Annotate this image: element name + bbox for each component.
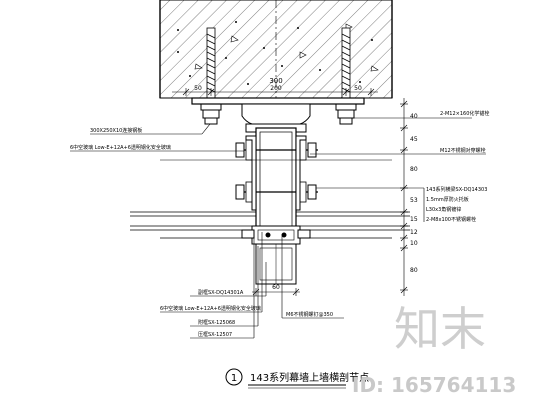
- title-number: 1: [231, 373, 237, 384]
- top-dim-right: 50: [354, 85, 362, 92]
- left-leaders: [70, 123, 244, 152]
- lower-frame: [255, 243, 297, 285]
- right-dim-6: 10: [410, 240, 418, 247]
- right-dim-0: 40: [410, 113, 418, 120]
- right-leaders: [310, 117, 486, 222]
- label-anchor-bolt: 2-M12×160化学锚栓: [440, 110, 489, 117]
- top-dim-left: 50: [194, 85, 202, 92]
- angle-clips: [245, 135, 307, 211]
- label-sub-frame: 副框SX-DQ14301A: [198, 289, 244, 296]
- right-dim-4: 15: [410, 216, 418, 223]
- drawing-title: 1 143系列幕墙上墙横剖节点: [225, 368, 369, 389]
- through-bolt-lower: [235, 181, 318, 203]
- label-through-bolt: M12不锈钢对穿螺栓: [440, 147, 486, 154]
- label-attached-frame: 附框SX-125068: [198, 319, 235, 326]
- title-number-circle: [225, 368, 243, 386]
- right-dim-5: 12: [410, 229, 418, 236]
- title-text: 143系列幕墙上墙横剖节点: [250, 371, 369, 384]
- label-glass-upper: 6中空玻璃 Low-E+12A+6透明钢化安全玻璃: [70, 144, 171, 151]
- label-m8-bolts: 2-M8x100不锈钢螺栓: [426, 216, 476, 223]
- watermark-brand: 知末: [394, 302, 486, 356]
- label-glass-lower: 6中空玻璃 Low-E+12A+6透明钢化安全玻璃: [160, 305, 261, 312]
- glass-panels: [130, 159, 410, 239]
- lower-leaders: [160, 232, 344, 339]
- right-dim-7: 80: [410, 267, 418, 274]
- right-dim-2: 80: [410, 166, 418, 173]
- transom-profile: [241, 225, 311, 245]
- right-dimension-chain: [400, 98, 408, 296]
- watermark-id: ID: 165764113: [352, 373, 516, 397]
- top-dim-overall: 300: [269, 77, 282, 85]
- label-fire-plate: 1.5mm厚防火托板: [426, 196, 469, 203]
- label-pressure-frame: 压框SX-12507: [198, 331, 232, 338]
- top-dimension: [172, 88, 378, 96]
- bottom-dim-label: 60: [272, 284, 280, 291]
- label-connecting-plate: 300X250X10连接钢板: [90, 127, 142, 134]
- right-dim-3: 53: [410, 197, 418, 204]
- label-angle-steel: L30x3角钢镀锌: [426, 206, 461, 213]
- label-transom: 143系列横梁SX-DQ14303: [426, 186, 487, 193]
- anchor-bolt-right: [335, 27, 357, 125]
- top-dim-middle: 200: [270, 85, 282, 92]
- label-m6-screw: M6不锈钢螺钉@350: [286, 311, 333, 318]
- right-dim-1: 45: [410, 136, 418, 143]
- embedded-steel-plate: [191, 97, 365, 105]
- aluminium-mullion: [255, 127, 297, 235]
